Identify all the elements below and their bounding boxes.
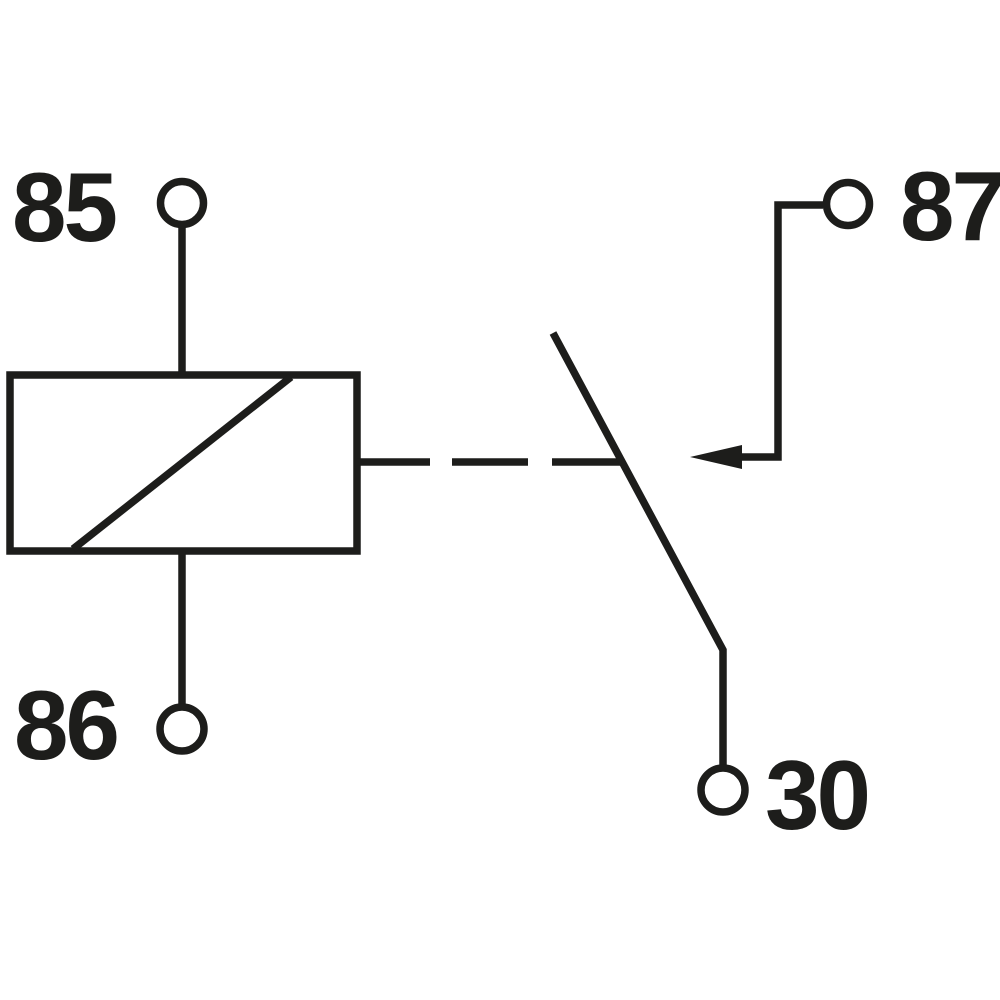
terminal-85-circle xyxy=(156,177,208,229)
terminal-86-label: 86 xyxy=(14,670,117,780)
switch-blade xyxy=(549,331,727,768)
terminal-30-circle xyxy=(697,764,749,816)
relay-coil-diagonal xyxy=(70,374,294,552)
terminal-30-label: 30 xyxy=(765,740,868,850)
terminal-87-label: 87 xyxy=(900,151,1000,261)
arrowhead-icon xyxy=(690,445,742,469)
terminal-87-circle xyxy=(822,178,874,230)
terminal-85-label: 85 xyxy=(12,152,116,262)
terminal-86-circle xyxy=(156,703,208,755)
terminal-87-wire xyxy=(742,201,823,461)
